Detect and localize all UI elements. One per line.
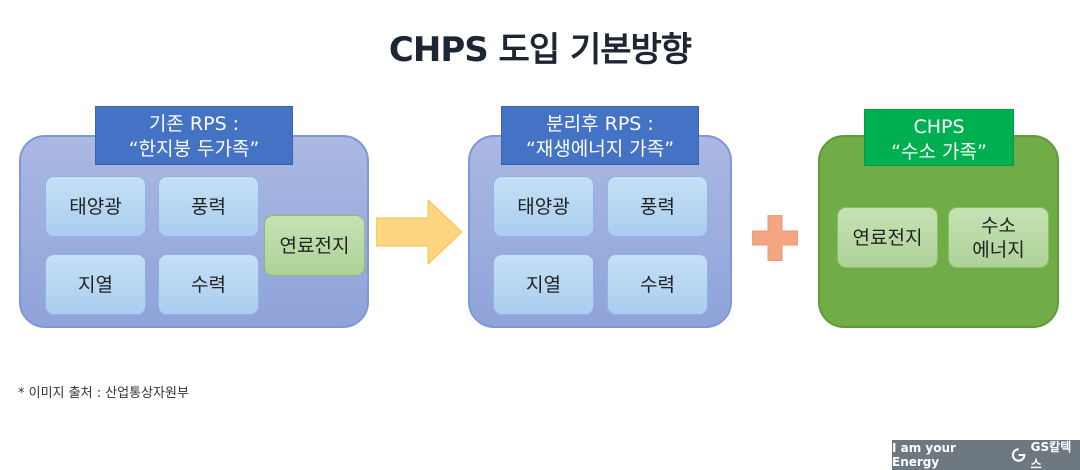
tile-solar-after: 태양광 xyxy=(493,176,594,237)
gs-logo-icon xyxy=(1012,448,1026,462)
existing-rps-label-line1: 기존 RPS : xyxy=(148,113,240,135)
tile-hydrogen-energy: 수소 에너지 xyxy=(948,207,1049,268)
tile-geothermal: 지열 xyxy=(45,254,146,315)
existing-rps-label: 기존 RPS : “한지붕 두가족” xyxy=(95,106,293,165)
chps-label-line1: CHPS xyxy=(913,116,965,138)
existing-rps-label-line2: “한지붕 두가족” xyxy=(128,138,260,160)
after-rps-label: 분리후 RPS : “재생에너지 가족” xyxy=(501,106,699,165)
chps-label-line2: “수소 가족” xyxy=(891,141,987,163)
tile-fuel-cell-existing: 연료전지 xyxy=(264,215,365,276)
tile-geothermal-after: 지열 xyxy=(493,254,594,315)
tile-solar: 태양광 xyxy=(45,176,146,237)
after-rps-label-line1: 분리후 RPS : xyxy=(546,113,654,135)
brand-slogan: I am your Energy xyxy=(892,441,956,469)
after-rps-label-line2: “재생에너지 가족” xyxy=(525,138,675,160)
page-title: CHPS 도입 기본방향 xyxy=(388,30,692,70)
brand-logo: GS칼텍스 xyxy=(1010,438,1080,470)
tile-hydro-after: 수력 xyxy=(607,254,708,315)
brand-footer: I am your Energy GS칼텍스 xyxy=(892,440,1080,470)
brand-logo-text: GS칼텍스 xyxy=(1030,440,1072,470)
chps-label: CHPS “수소 가족” xyxy=(864,109,1014,166)
tile-hydro: 수력 xyxy=(158,254,259,315)
image-source-note: * 이미지 출처 : 산업통상자원부 xyxy=(18,386,189,401)
plus-icon xyxy=(752,215,798,261)
right-arrow-icon xyxy=(376,200,462,264)
tile-wind-after: 풍력 xyxy=(607,176,708,237)
tile-fuel-cell-chps: 연료전지 xyxy=(837,207,938,268)
tile-wind: 풍력 xyxy=(158,176,259,237)
